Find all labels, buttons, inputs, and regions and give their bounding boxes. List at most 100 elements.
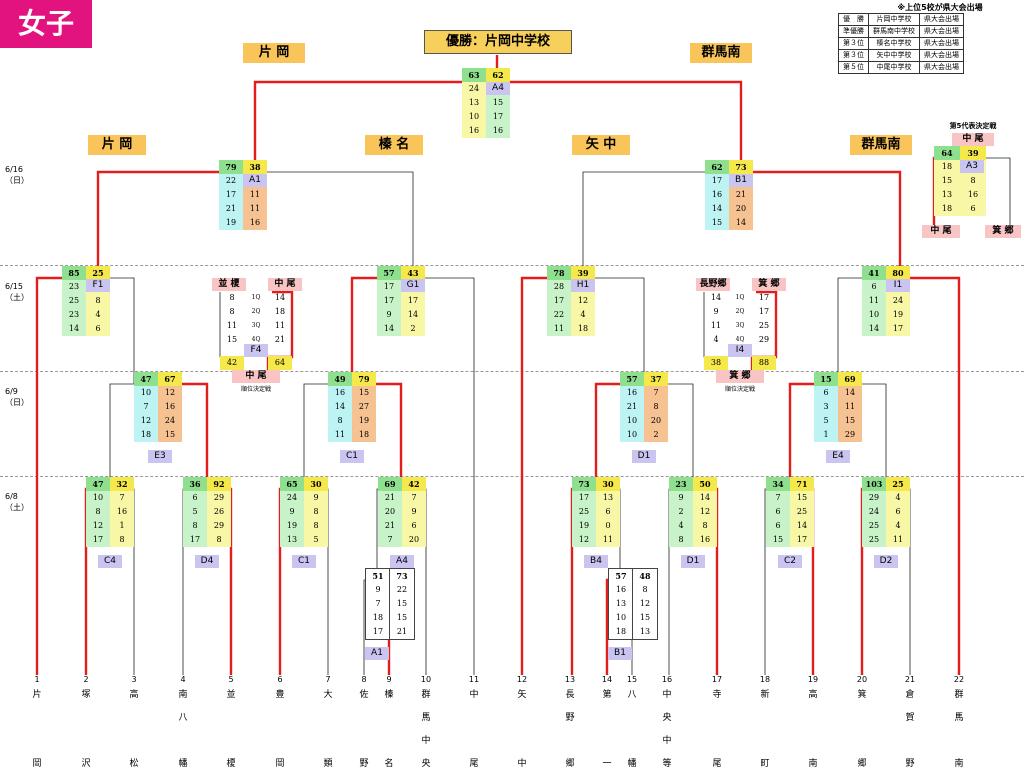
fifth-place-right-team: 箕 郷: [985, 225, 1021, 238]
quarter-score: 25: [68, 296, 80, 305]
quarter-score: 16: [164, 402, 176, 411]
quarter-score: 21: [384, 493, 396, 502]
bracket-line: [582, 171, 741, 278]
game-label: A1: [365, 647, 389, 660]
quarter-score: 12: [140, 416, 152, 425]
game-label: F1: [86, 279, 110, 292]
score-column-right: 257846: [86, 266, 110, 336]
total-score: 62: [486, 68, 510, 82]
quarter-score: 13: [615, 599, 627, 608]
quarter-score: 18: [577, 324, 589, 333]
team-tag: 並 榎: [212, 278, 246, 291]
quarter-score: 5: [192, 507, 198, 516]
quarter-score: 13: [602, 493, 614, 502]
quarter-score: 5: [313, 535, 319, 544]
quarter-score: 12: [164, 388, 176, 397]
team-name-char: 岡: [32, 759, 42, 769]
quarter-label: 1Q: [251, 294, 261, 301]
total-score: 47: [86, 477, 110, 491]
game-label: C1: [292, 555, 316, 568]
quarter-score: 11: [226, 321, 238, 330]
fifth-place-title: 第5代表決定戦: [949, 122, 997, 130]
team-name-char: 央: [421, 759, 431, 769]
quarter-score: 11: [892, 535, 904, 544]
team-name-char: 郷: [857, 759, 867, 769]
total-score: 47: [134, 372, 158, 386]
quarter-score: 24: [164, 416, 176, 425]
total-score: 25: [86, 266, 110, 280]
team-number: 8: [361, 675, 367, 684]
quarter-score: 27: [358, 402, 370, 411]
total-score: 67: [158, 372, 182, 386]
quarter-score: 15: [772, 535, 784, 544]
total-score: 80: [886, 266, 910, 280]
team-number: 13: [564, 675, 576, 684]
total-score: 36: [183, 477, 207, 491]
quarter-score: 9: [313, 493, 319, 502]
quarter-score: 19: [286, 521, 298, 530]
team-name-char: 南: [808, 759, 818, 769]
quarter-score: 16: [699, 535, 711, 544]
legend-cell: 県大会出場: [919, 61, 964, 74]
legend-row: 準優勝群馬南中学校県大会出場: [838, 25, 964, 38]
team-number: 4: [180, 675, 186, 684]
winner-path: [253, 55, 499, 172]
semi-header-4: 群馬南: [850, 135, 912, 155]
total-score: 79: [219, 160, 243, 174]
score-column-right: 6214151716: [486, 68, 510, 138]
total-score: 62: [705, 160, 729, 174]
team-name-char: 南: [954, 759, 964, 769]
girls-badge: 女子: [0, 0, 92, 48]
total-score: 88: [752, 356, 776, 370]
quarter-score: 20: [735, 204, 747, 213]
total-score: 43: [401, 266, 425, 280]
quarter-score: 7: [375, 599, 381, 608]
quarter-score: 7: [143, 402, 149, 411]
quarter-score: 18: [941, 204, 953, 213]
quarter-score: 10: [868, 310, 880, 319]
team-number: 21: [904, 675, 916, 684]
quarter-score: 19: [225, 218, 237, 227]
quarter-score: 25: [796, 507, 808, 516]
total-score: 48: [633, 569, 657, 583]
quarter-score: 6: [95, 324, 101, 333]
bracket-line: [583, 277, 645, 384]
team-name-char: 豊: [275, 690, 285, 700]
team-name-char: 等: [662, 759, 672, 769]
quarter-score: 10: [626, 430, 638, 439]
team-name-char: 中: [662, 736, 672, 746]
quarter-score: 1: [119, 521, 125, 530]
total-score: 51: [366, 569, 390, 583]
total-score: 57: [609, 569, 633, 583]
quarter-score: 17: [383, 296, 395, 305]
quarter-score: 17: [758, 293, 770, 302]
quarter-score: 16: [468, 126, 480, 135]
game-label: C2: [778, 555, 802, 568]
game-label: A4: [486, 82, 510, 95]
quarter-score: 10: [92, 493, 104, 502]
team-name-char: 尾: [469, 759, 479, 769]
score-column-right: 39512418: [571, 266, 595, 336]
quarter-score: 17: [189, 535, 201, 544]
date-label: 6/9（日）: [5, 387, 29, 407]
bracket-line: [255, 171, 414, 278]
game-label: I4: [728, 344, 752, 357]
quarter-score: 18: [372, 613, 384, 622]
quarter-score: 8: [678, 535, 684, 544]
game-label: D1: [632, 450, 656, 463]
quarter-score: 16: [967, 190, 979, 199]
quarter-score: 15: [941, 176, 953, 185]
quarter-score: 14: [796, 521, 808, 530]
placement-note: 順位決定戦: [240, 386, 271, 393]
total-score: 57: [377, 266, 401, 280]
total-score: 63: [462, 68, 486, 82]
row-separator: [0, 265, 1024, 266]
